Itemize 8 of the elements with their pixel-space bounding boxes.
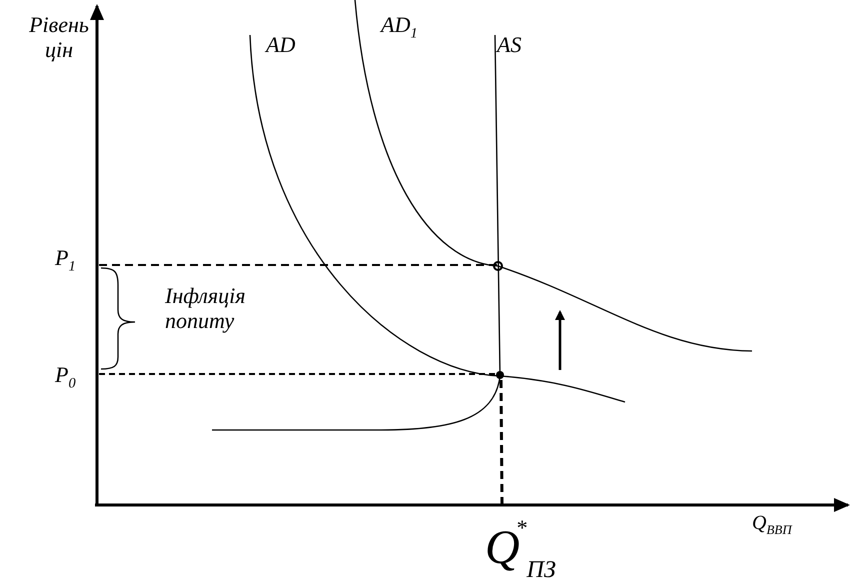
axis-label: Q$_{ВВП}$ (752, 512, 792, 538)
annotation-text: Інфляція попиту (165, 283, 246, 334)
price-label: P$_{1}$ (55, 245, 76, 275)
curve-label: AD (266, 32, 296, 58)
curve-label: AD$_{1}$ (381, 12, 418, 42)
price-label: P$_{0}$ (55, 362, 76, 392)
axis-label: Рівень цін (28, 12, 90, 63)
curve-label: AS (497, 32, 522, 58)
